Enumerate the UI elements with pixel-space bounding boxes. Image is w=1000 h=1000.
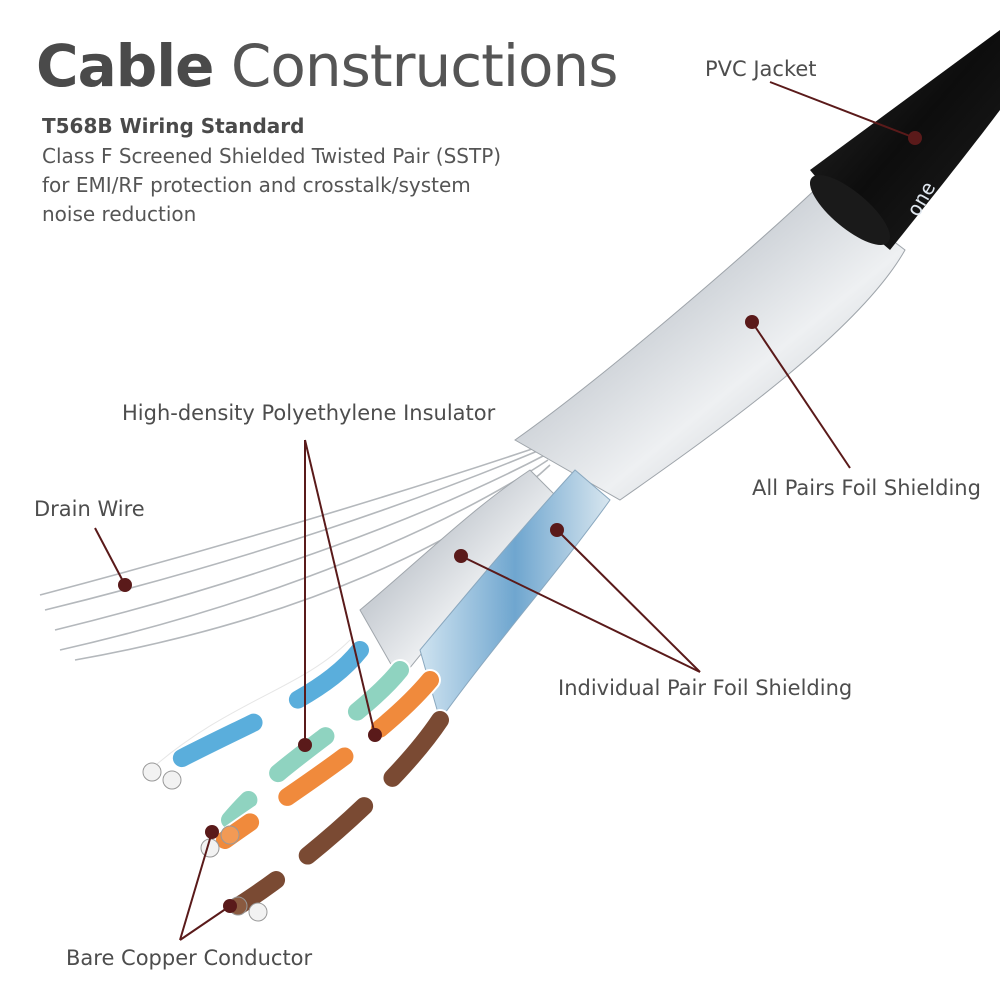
leader-dots	[118, 131, 922, 913]
wiring-standard-heading: T568B Wiring Standard	[42, 114, 305, 138]
leader-lines	[94, 81, 916, 941]
label-drain-wire: Drain Wire	[34, 497, 145, 521]
description-line: noise reduction	[42, 202, 197, 226]
title-bold: Cable	[36, 32, 214, 100]
outer-foil-shield	[514, 184, 906, 501]
description-line: Class F Screened Shielded Twisted Pair (…	[42, 144, 502, 168]
description-line: for EMI/RF protection and crosstalk/syst…	[42, 173, 471, 197]
title-light: Constructions	[230, 32, 619, 100]
label-insulator: High-density Polyethylene Insulator	[122, 401, 496, 425]
pvc-jacket-end	[809, 175, 891, 245]
label-copper: Bare Copper Conductor	[66, 946, 313, 970]
label-individual-foil: Individual Pair Foil Shielding	[558, 676, 853, 700]
page-title: Cable Constructions	[36, 30, 619, 102]
conductor-ends	[142, 762, 268, 922]
twisted-wires	[139, 629, 451, 916]
description: Class F Screened Shielded Twisted Pair (…	[42, 142, 562, 229]
label-pvc-jacket: PVC Jacket	[705, 57, 817, 81]
label-all-pairs-foil: All Pairs Foil Shielding	[752, 476, 981, 500]
